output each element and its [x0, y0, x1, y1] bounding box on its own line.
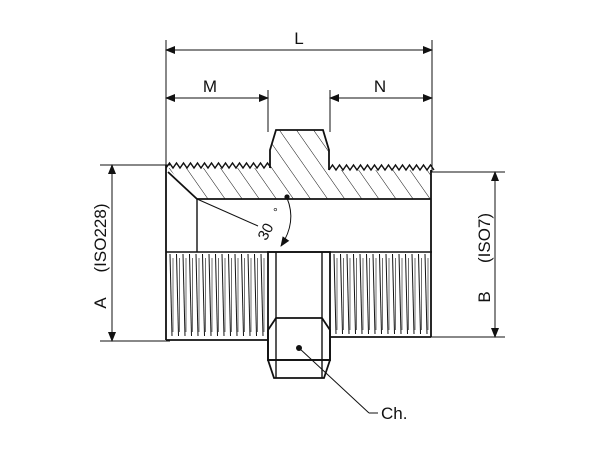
hex-nut: [267, 251, 331, 379]
angle-annotation: 30 °: [196, 194, 292, 247]
fitting-section-upper: [165, 129, 435, 340]
hex-size-leader: Ch.: [298, 347, 407, 423]
thread-standard-iso7: (ISO7): [475, 213, 494, 263]
dimension-l: L: [165, 29, 433, 172]
dimension-m: M: [165, 77, 269, 132]
fitting-view-lower: [166, 253, 431, 341]
dimension-label-l: L: [294, 29, 303, 48]
dimension-b: B (ISO7): [430, 171, 505, 338]
dimension-label-n: N: [374, 77, 386, 96]
dimension-label-b: B: [475, 291, 494, 302]
angle-value: 30: [255, 221, 278, 244]
degree-symbol: °: [273, 205, 278, 219]
dimension-n: N: [329, 77, 433, 132]
thread-standard-iso228: (ISO228): [91, 204, 110, 273]
dimension-label-a: A: [91, 297, 110, 309]
dimension-a: A (ISO228): [91, 164, 170, 342]
dimension-label-m: M: [203, 77, 217, 96]
hex-size-label: Ch.: [381, 404, 407, 423]
